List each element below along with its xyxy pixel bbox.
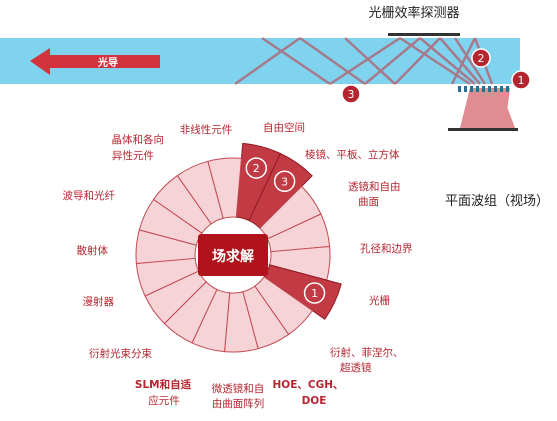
center-box: [198, 234, 268, 276]
light-guide-label: 光导: [97, 56, 118, 69]
planar-wave-bar: [448, 128, 518, 131]
label-lens-line1: 透镜和自由: [348, 180, 401, 193]
wheel-marker-1: 1: [303, 282, 326, 304]
label-microlens-line2: 由曲面阵列: [212, 397, 265, 410]
wheel-segment-highlighted: [263, 264, 342, 320]
light-rays: [234, 36, 494, 86]
label-lens-line2: 曲面: [358, 196, 379, 208]
label-crystal-line1: 晶体和各向: [112, 133, 165, 146]
wheel-marker-3: 3: [273, 170, 296, 193]
planar-wave-label: 平面波组（视场）: [445, 194, 549, 209]
label-free-space: 自由空间: [263, 121, 305, 134]
center-label: 场求解: [212, 248, 254, 265]
label-waveguide-fiber: 波导和光纤: [63, 189, 116, 202]
label-hoe-line1: HOE、CGH、: [273, 379, 344, 391]
label-scatterer: 散射体: [77, 244, 109, 257]
label-crystal-line2: 异性元件: [112, 149, 154, 162]
label-slm-line1: SLM和自适: [135, 378, 192, 391]
label-beam-splitter: 衍射光束分束: [89, 347, 152, 360]
svg-text:2: 2: [478, 52, 485, 65]
svg-text:1: 1: [518, 74, 525, 87]
wheel-markers: 2 3 1: [245, 157, 326, 304]
svg-text:3: 3: [348, 88, 355, 101]
light-guide-arrow: [30, 48, 160, 75]
wheel-marker-text: 3: [281, 175, 288, 188]
wheel-marker-text: 1: [311, 287, 318, 300]
label-hoe-line2: DOE: [302, 395, 327, 407]
detector-label: 光栅效率探测器: [368, 5, 459, 21]
marker-3-top: 3: [341, 84, 361, 104]
planar-rays: [460, 88, 515, 128]
marker-1-top: 1: [511, 70, 531, 90]
grating: [458, 86, 509, 92]
label-aperture: 孔径和边界: [360, 242, 413, 255]
label-diffractive-line2: 超透镜: [340, 361, 372, 374]
label-diffuser: 漫射器: [83, 295, 115, 308]
marker-2-top: 2: [471, 48, 491, 68]
label-diffractive-line1: 衍射、菲涅尔、: [330, 346, 404, 359]
label-microlens-line1: 微透镜和自: [212, 382, 265, 395]
label-nonlinear: 非线性元件: [180, 123, 233, 136]
wheel-marker-text: 2: [253, 162, 260, 175]
label-slm-line2: 应元件: [148, 394, 180, 407]
detector-bar: [388, 33, 460, 36]
wheel-marker-2: 2: [245, 157, 268, 179]
label-prism: 棱镜、平板、立方体: [305, 148, 400, 161]
wheel-segment: [207, 157, 242, 219]
label-grating: 光栅: [369, 294, 390, 307]
